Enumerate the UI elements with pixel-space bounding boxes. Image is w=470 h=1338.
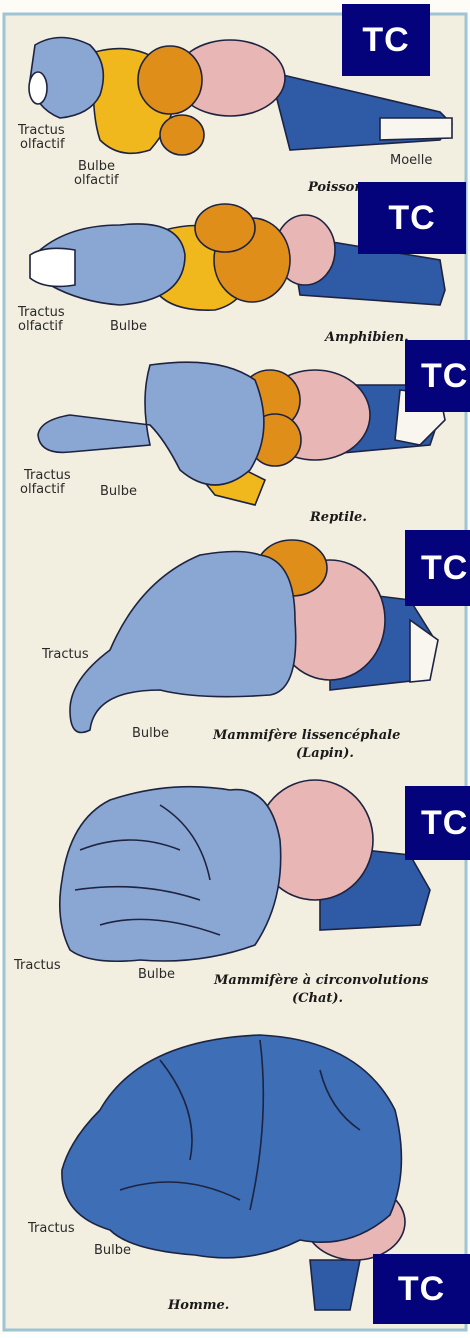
caption-chat: Mammifère à circonvolutions — [214, 973, 428, 989]
olfactif-label-2: olfactif — [18, 320, 63, 334]
bulbe-label-1: Bulbe — [78, 160, 115, 174]
tc-badge-6: TC — [373, 1254, 470, 1324]
moelle-label: Moelle — [390, 154, 432, 168]
caption-lapin-2: (Lapin). — [296, 746, 354, 762]
bulbe-olfactif-label-1: olfactif — [74, 174, 119, 188]
bulbe-label-3: Bulbe — [100, 485, 137, 499]
olfactif-label-1: olfactif — [20, 138, 65, 152]
bulbe-label-5: Bulbe — [138, 968, 175, 982]
tractus-label-5: Tractus — [14, 959, 61, 973]
tc-badge-1: TC — [342, 4, 430, 76]
bulbe-label-2: Bulbe — [110, 320, 147, 334]
tractus-label-3: Tractus — [24, 469, 71, 483]
olfactif-label-3: olfactif — [20, 483, 65, 497]
tractus-label-2: Tractus — [18, 306, 65, 320]
bulbe-label-4: Bulbe — [132, 727, 169, 741]
tractus-label-6: Tractus — [28, 1222, 75, 1236]
tc-badge-4: TC — [405, 530, 470, 606]
tractus-label-1: Tractus — [18, 124, 65, 138]
tc-badge-5: TC — [405, 786, 470, 860]
caption-homme: Homme. — [168, 1298, 229, 1314]
tc-badge-2: TC — [358, 182, 466, 254]
tc-badge-3: TC — [405, 340, 470, 412]
tractus-label-4: Tractus — [42, 648, 89, 662]
caption-lapin: Mammifère lissencéphale — [213, 728, 400, 744]
bulbe-label-6: Bulbe — [94, 1244, 131, 1258]
caption-reptile: Reptile. — [310, 510, 367, 526]
caption-chat-2: (Chat). — [292, 991, 343, 1007]
caption-amphibien: Amphibien. — [325, 330, 409, 346]
